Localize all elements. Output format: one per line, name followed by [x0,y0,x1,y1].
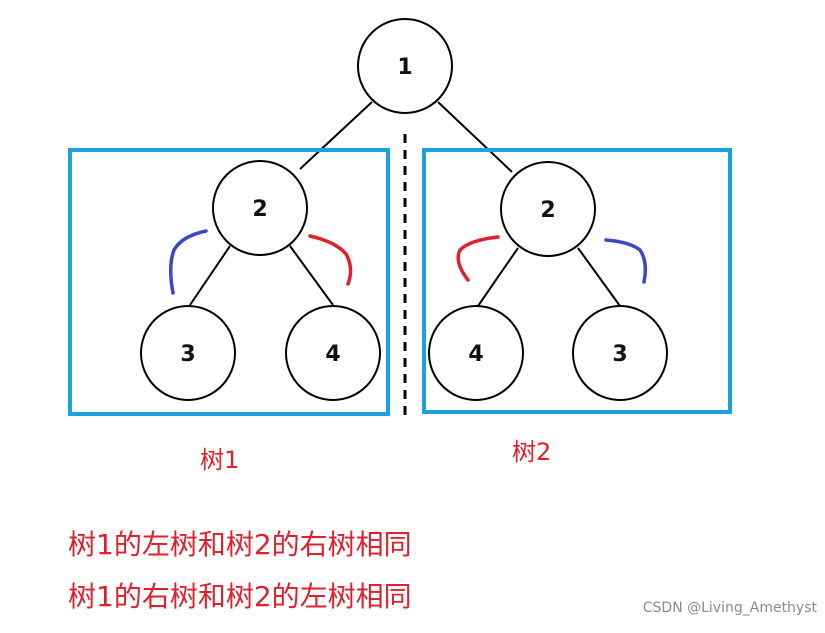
tree2-node-root-circle [500,161,596,257]
tree1-node-left-label: 3 [180,342,195,367]
edge-tree1-left [189,245,231,306]
tree1-node-root: 2 [212,160,308,256]
edge-root-left [299,101,373,170]
tree2-node-right-circle [572,305,668,401]
tree1-left-blue-arc [169,229,208,295]
tree1-node-left: 3 [140,305,236,401]
tree2-node-left-label: 4 [468,342,483,367]
tree1-node-right: 4 [285,305,381,401]
edge-tree2-left [477,247,519,307]
node-root-circle [357,18,453,114]
node-root-label: 1 [397,55,412,80]
tree2-left-red-arc [456,235,500,282]
tree1-node-root-circle [212,160,308,256]
edge-tree1-right [289,245,334,306]
tree2-box [422,148,732,414]
node-root: 1 [357,18,453,114]
tree2-node-left: 4 [428,305,524,401]
tree1-box [68,148,390,416]
tree1-node-right-circle [285,305,381,401]
tree2-node-left-circle [428,305,524,401]
tree1-right-red-arc [308,234,353,286]
tree2-node-right: 3 [572,305,668,401]
tree2-right-blue-arc [604,238,648,284]
tree1-node-right-label: 4 [325,342,340,367]
tree1-caption: 树1 [200,446,240,474]
tree2-caption: 树2 [512,438,552,466]
tree1-node-root-label: 2 [252,197,267,222]
watermark: CSDN @Living_Amethyst [642,600,817,616]
edge-tree2-right [577,247,621,307]
tree2-node-root: 2 [500,161,596,257]
statement-left-right: 树1的左树和树2的右树相同 [68,528,412,561]
tree1-node-left-circle [140,305,236,401]
tree2-node-root-label: 2 [540,198,555,223]
statement-right-left: 树1的右树和树2的左树相同 [68,580,412,613]
tree2-node-right-label: 3 [612,342,627,367]
edge-root-right [437,101,513,173]
